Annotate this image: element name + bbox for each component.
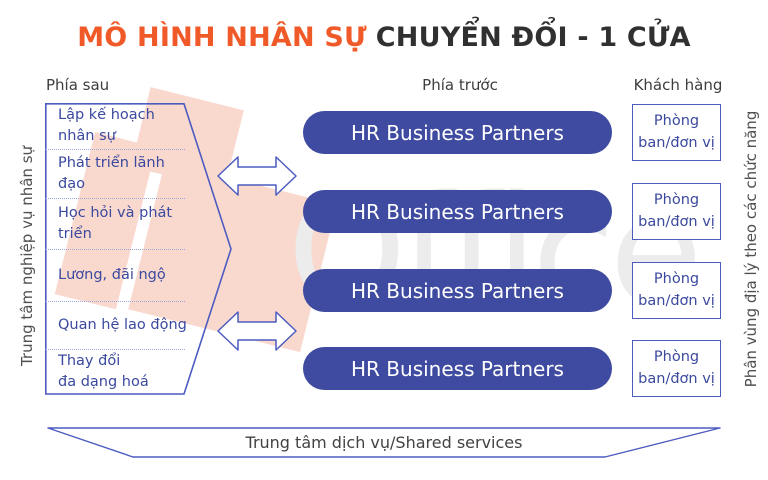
list-item: Thay đổi đa dạng hoá bbox=[45, 350, 185, 394]
list-item-line: Phát triển lãnh bbox=[58, 154, 165, 171]
department-box: Phòng ban/đơn vị bbox=[632, 183, 721, 240]
department-box: Phòng ban/đơn vị bbox=[632, 340, 721, 397]
list-item-line: Quan hệ lao động bbox=[58, 316, 187, 333]
department-box-line: Phòng bbox=[653, 271, 700, 288]
department-box-line: ban/đơn vị bbox=[638, 292, 715, 309]
department-box: Phòng ban/đơn vị bbox=[632, 104, 721, 161]
left-vertical-label: Trung tâm nghiệp vụ nhân sự bbox=[18, 145, 36, 367]
page-title-rest: CHUYỂN ĐỔI - 1 CỬA bbox=[375, 22, 691, 53]
list-item-line: nhân sự bbox=[58, 128, 116, 144]
right-vertical-label: Phân vùng địa lý theo các chức năng bbox=[742, 110, 760, 388]
list-item-line: Thay đổi bbox=[58, 352, 121, 369]
list-item: Quan hệ lao động bbox=[45, 302, 187, 350]
department-box: Phòng ban/đơn vị bbox=[632, 262, 721, 319]
list-item: Lương, đãi ngộ bbox=[45, 250, 185, 302]
department-box-line: ban/đơn vị bbox=[638, 213, 715, 230]
page-title-highlight: MÔ HÌNH NHÂN SỰ bbox=[77, 22, 367, 53]
hr-business-partners-pill: HR Business Partners bbox=[303, 269, 612, 312]
list-item: Phát triển lãnh đạo bbox=[45, 150, 185, 199]
department-box-line: Phòng bbox=[653, 192, 700, 209]
list-item-line: triển bbox=[58, 226, 92, 242]
department-box-line: ban/đơn vị bbox=[638, 134, 715, 151]
department-box-line: Phòng bbox=[653, 113, 700, 130]
department-box-line: Phòng bbox=[653, 349, 700, 366]
page-title: MÔ HÌNH NHÂN SỰ CHUYỂN ĐỔI - 1 CỬA bbox=[0, 22, 768, 53]
column-header-customers: Khách hàng bbox=[633, 76, 723, 94]
hr-business-partners-pill: HR Business Partners bbox=[303, 111, 612, 154]
list-item-line: Học hỏi và phát bbox=[58, 204, 173, 221]
hr-business-partners-pill: HR Business Partners bbox=[303, 190, 612, 233]
double-arrow-icon bbox=[217, 156, 297, 196]
list-item-line: Lập kế hoạch bbox=[58, 106, 155, 123]
hr-business-partners-pill: HR Business Partners bbox=[303, 347, 612, 390]
list-item-line: đa dạng hoá bbox=[58, 374, 149, 390]
column-header-front-office: Phía trước bbox=[422, 76, 498, 94]
column-header-back-office: Phía sau bbox=[46, 76, 110, 94]
shared-services-label: Trung tâm dịch vụ/Shared services bbox=[245, 433, 523, 452]
list-item: Học hỏi và phát triển bbox=[45, 199, 185, 250]
list-item-line: Lương, đãi ngộ bbox=[58, 266, 166, 283]
list-item: Lập kế hoạch nhân sự bbox=[45, 103, 185, 150]
double-arrow-icon bbox=[217, 311, 297, 351]
hr-functions-list: Lập kế hoạch nhân sự Phát triển lãnh đạo… bbox=[45, 103, 187, 394]
department-box-line: ban/đơn vị bbox=[638, 370, 715, 387]
list-item-line: đạo bbox=[58, 176, 85, 192]
